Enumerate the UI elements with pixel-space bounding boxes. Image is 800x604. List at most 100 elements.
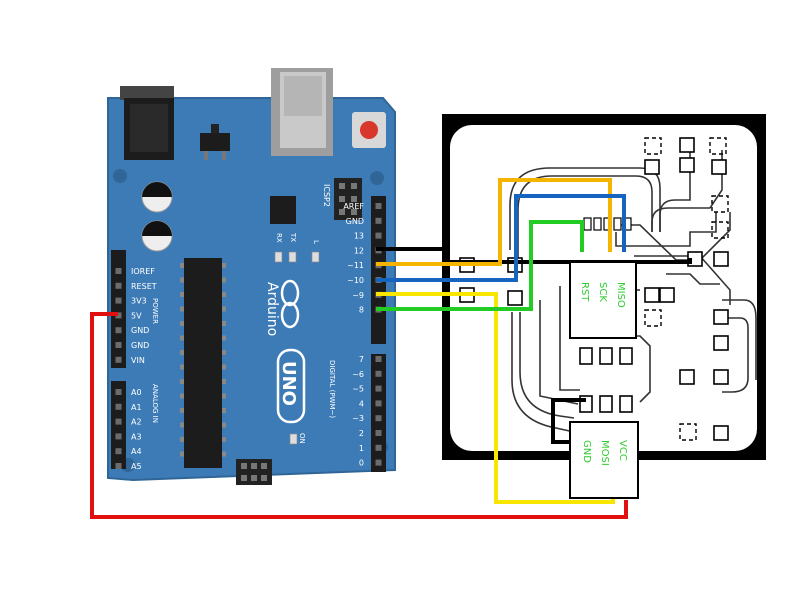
- analog-pin: [115, 433, 122, 440]
- analog-pin-label: A5: [131, 462, 142, 471]
- chip-pin: [180, 335, 184, 341]
- analog-pin-label: A4: [131, 447, 142, 456]
- chip-pin: [180, 292, 184, 297]
- digital-pin-label: 1: [359, 444, 364, 453]
- digital-pin-label: ~3: [352, 414, 364, 423]
- chip-pin: [222, 364, 226, 370]
- digital-pin: [375, 232, 382, 239]
- solid-pad: [459, 137, 729, 441]
- power-pin-label: RESET: [131, 282, 157, 291]
- power-pin: [115, 327, 122, 334]
- wire-gnd-2: [551, 398, 586, 444]
- chip-pin: [180, 306, 184, 312]
- digital-pin: [375, 385, 382, 392]
- chip-pin: [222, 277, 226, 283]
- arduino-brand-text: Arduino: [264, 282, 280, 336]
- power-pin-label: GND: [131, 341, 149, 350]
- power-pin-label: IOREF: [131, 267, 155, 276]
- header2-label-gnd: GND: [581, 440, 592, 463]
- analog-pin: [115, 418, 122, 425]
- chip-pin: [180, 263, 184, 268]
- power-pin-label: VIN: [131, 356, 145, 365]
- wire-vcc: [90, 312, 628, 519]
- digital-pin: [375, 430, 382, 436]
- power-pin: [115, 342, 122, 348]
- digital-pin-label: ~5: [352, 385, 364, 394]
- chip-pin: [180, 437, 184, 442]
- wires: [90, 178, 692, 519]
- led-indicators: [274, 251, 320, 263]
- analog-pin: [115, 448, 122, 455]
- on-label: ON: [298, 433, 306, 444]
- analog-header: [111, 381, 126, 469]
- chip-pin: [180, 321, 184, 326]
- power-pin: [115, 312, 122, 319]
- digital-pin: [375, 217, 382, 224]
- chip-pin: [180, 379, 184, 384]
- analog-label: ANALOG IN: [151, 384, 159, 423]
- digital-pin-label: GND: [346, 217, 364, 226]
- digital-pin: [375, 203, 382, 209]
- digital-pin: [375, 400, 382, 407]
- arduino-board: ICSP2 TX RX L Arduino UNO DIGITAL (PWM~)…: [107, 68, 396, 485]
- chip-pin: [222, 321, 226, 326]
- l-label: L: [312, 240, 320, 244]
- uno-text: UNO: [278, 361, 299, 406]
- power-label: POWER: [151, 298, 159, 324]
- chip-pin: [222, 422, 226, 428]
- digital-pin: [375, 444, 382, 451]
- header1-pin-pads: [583, 217, 632, 231]
- header1-label-sck: SCK: [597, 282, 608, 302]
- chip-pin: [222, 292, 226, 297]
- header2-label-mosi: MOSI: [599, 440, 610, 466]
- power-pin: [115, 268, 122, 274]
- digital-pin-label: ~6: [352, 370, 364, 379]
- capacitor: [141, 181, 173, 213]
- on-led: [289, 433, 298, 445]
- dashed-pad: [644, 137, 729, 441]
- chip-pin: [222, 451, 226, 457]
- analog-pin-label: A2: [131, 418, 142, 427]
- analog-pin-label: A3: [131, 432, 142, 441]
- power-header: [111, 250, 126, 368]
- usb-connector: [271, 68, 333, 156]
- chip-pin: [222, 379, 226, 384]
- digital-pin-label: 4: [359, 399, 364, 408]
- digital-pin-label: 0: [359, 459, 364, 468]
- analog-pin: [115, 389, 122, 395]
- tx-label: TX: [289, 232, 297, 242]
- chip-pin: [222, 335, 226, 341]
- uno-badge: [276, 348, 306, 424]
- chip-pin: [180, 422, 184, 428]
- digital-pin-label: 12: [354, 246, 364, 255]
- power-pin-label: 3V3: [131, 297, 147, 306]
- chip-pin: [222, 437, 226, 442]
- digital-pin-label: ~9: [352, 291, 364, 300]
- digital-pin-label: AREF: [343, 202, 364, 211]
- power-jack: [120, 86, 174, 160]
- digital-pin-label: ~11: [347, 261, 364, 270]
- chip-pin: [222, 350, 226, 355]
- icsp2-label: ICSP2: [322, 184, 331, 207]
- power-pin: [115, 297, 122, 304]
- wire-mosi: [376, 292, 615, 504]
- chip-pin: [222, 393, 226, 399]
- wire-sck: [376, 178, 612, 266]
- digital-pin: [375, 370, 382, 377]
- digital-pin: [375, 356, 382, 362]
- digital-header-bottom: [371, 354, 386, 472]
- chip-pin: [222, 408, 226, 413]
- power-pin-label: 5V: [131, 311, 142, 320]
- analog-pin: [115, 403, 122, 410]
- power-pin-label: GND: [131, 326, 149, 335]
- wire-miso: [376, 194, 626, 282]
- mounting-hole: [113, 169, 127, 183]
- digital-pin-label: ~10: [347, 276, 364, 285]
- capacitor: [141, 220, 173, 252]
- digital-pin: [375, 459, 382, 466]
- usb-chip: [270, 196, 296, 224]
- reset-button: [352, 112, 386, 148]
- digital-label: DIGITAL (PWM~): [328, 360, 336, 418]
